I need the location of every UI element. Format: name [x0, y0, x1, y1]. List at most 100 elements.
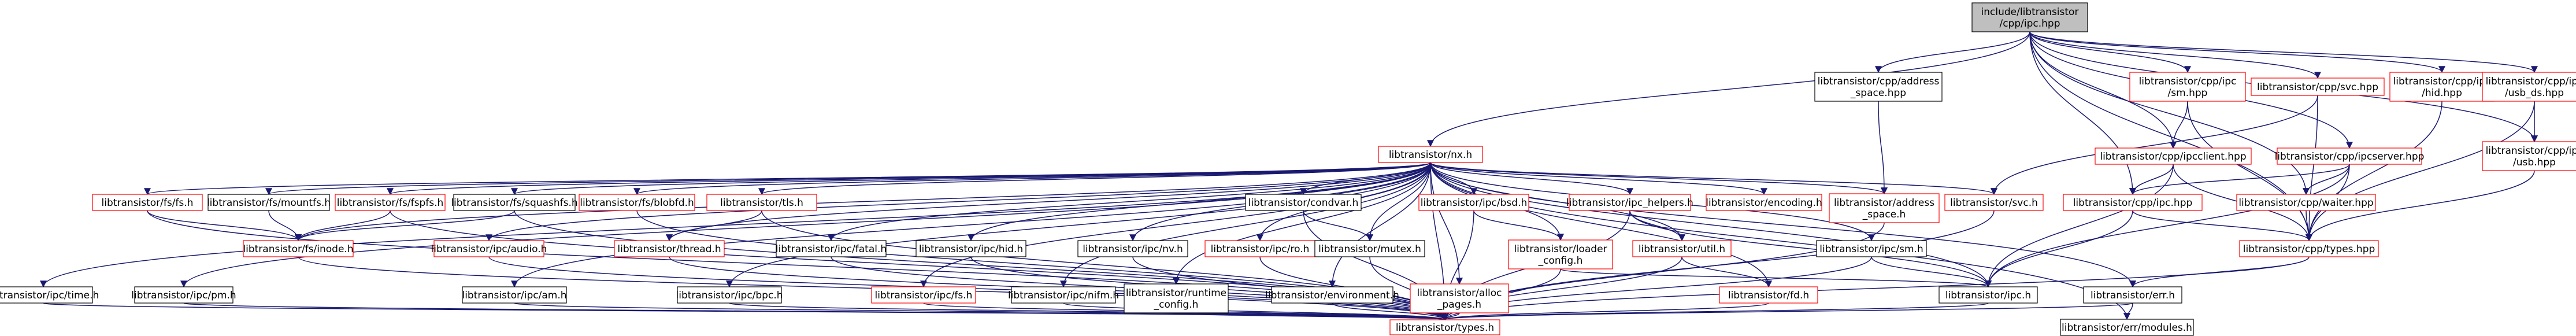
node-util-h[interactable]: libtransistor/util.h	[1632, 240, 1732, 257]
node-label: libtransistor/types.h	[1396, 322, 1494, 334]
edges-layer	[40, 31, 2538, 321]
edge-nx-h-to-bpc-h	[726, 162, 1431, 288]
node-usb-hpp[interactable]: libtransistor/cpp/ipc/usb.hpp	[2482, 141, 2576, 171]
node-time-h[interactable]: libtransistor/ipc/time.h	[0, 286, 99, 304]
node-label: libtransistor/cpp/ipc	[2486, 76, 2576, 87]
node-cpp-types-hpp[interactable]: libtransistor/cpp/types.hpp	[2239, 240, 2379, 257]
node-modules-h[interactable]: libtransistor/err/modules.h	[2060, 319, 2194, 336]
node-runtime-config-h[interactable]: libtransistor/runtime_config.h	[1124, 283, 1229, 313]
node-box	[1011, 286, 1116, 304]
node-label: libtransistor/ipc/hid.h	[919, 243, 1023, 255]
node-alloc-pages-h[interactable]: libtransistor/alloc_pages.h	[1410, 283, 1509, 313]
node-usb-ds-hpp[interactable]: libtransistor/cpp/ipc/usb_ds.hpp	[2482, 72, 2576, 102]
node-tls-h[interactable]: libtransistor/tls.h	[706, 194, 817, 211]
node-sm-h[interactable]: libtransistor/ipc/sm.h	[1816, 240, 1927, 257]
node-bsd-h[interactable]: libtransistor/ipc/bsd.h	[1418, 194, 1529, 211]
edge-svc-hpp-to-svc-h	[1991, 95, 2318, 195]
node-box	[2060, 319, 2194, 336]
edge-sm-hpp-to-cpp-types-hpp	[2187, 101, 2312, 242]
node-box	[1314, 240, 1425, 257]
node-mountfs-h[interactable]: libtransistor/fs/mountfs.h	[207, 194, 331, 211]
node-fs-h[interactable]: libtransistor/ipc/fs.h	[871, 286, 976, 304]
node-ipcclient-hpp[interactable]: libtransistor/cpp/ipcclient.hpp	[2095, 147, 2252, 165]
node-box	[2063, 194, 2203, 211]
node-ipc-h[interactable]: libtransistor/ipc.h	[1939, 286, 2038, 304]
node-svc-hpp[interactable]: libtransistor/cpp/svc.hpp	[2251, 77, 2385, 96]
edge-fs-fs-h-to-types-h	[147, 210, 1448, 321]
node-label: libtransistor/ipc/am.h	[462, 290, 566, 301]
node-hid-h[interactable]: libtransistor/ipc/hid.h	[916, 240, 1026, 257]
node-squashfs-h[interactable]: libtransistor/fs/squashfs.h	[451, 194, 578, 211]
node-label: libtransistor/fs/blobfd.h	[580, 197, 694, 209]
node-box	[1418, 194, 1529, 211]
node-box	[1829, 193, 1940, 223]
node-nv-h[interactable]: libtransistor/ipc/nv.h	[1077, 240, 1188, 257]
node-fspfs-h[interactable]: libtransistor/fs/fspfs.h	[335, 194, 446, 211]
node-label: libtransistor/address	[1834, 197, 1934, 209]
node-cpp-ipc-hpp[interactable]: libtransistor/cpp/ipc.hpp	[2063, 194, 2203, 211]
node-box	[1077, 240, 1188, 257]
edge-nx-h-to-err-h	[1430, 162, 2136, 288]
node-sm-hpp[interactable]: libtransistor/cpp/ipc/sm.hpp	[2129, 72, 2246, 102]
edge-condvar-h-to-mutex-h	[1303, 210, 1373, 242]
edge-ipcserver-hpp-to-waiter-hpp	[2303, 164, 2350, 195]
edge-fspfs-h-to-inode-h	[295, 210, 391, 242]
node-address-space-hpp[interactable]: libtransistor/cpp/address_space.hpp	[1814, 72, 1943, 102]
node-blobfd-h[interactable]: libtransistor/fs/blobfd.h	[579, 194, 695, 211]
node-box	[677, 286, 782, 304]
node-waiter-hpp[interactable]: libtransistor/cpp/waiter.hpp	[2236, 194, 2376, 211]
node-encoding-h[interactable]: libtransistor/encoding.h	[1706, 194, 1822, 211]
node-box	[1271, 286, 1393, 304]
node-nx-h[interactable]: libtransistor/nx.h	[1378, 146, 1483, 163]
node-box	[433, 240, 544, 257]
edge-bpc-h-to-types-h	[729, 302, 1448, 321]
edge-nx-h-to-squashfs-h	[511, 162, 1431, 195]
node-box	[1939, 286, 2038, 304]
node-bpc-h[interactable]: libtransistor/ipc/bpc.h	[676, 286, 783, 304]
node-loader-config-h[interactable]: libtransistor/loader_config.h	[1508, 239, 1613, 269]
node-svc-h[interactable]: libtransistor/svc.h	[1944, 194, 2044, 211]
edge-sm-hpp-to-ipcclient-hpp	[2170, 101, 2188, 149]
node-label: _config.h	[1538, 255, 1583, 267]
node-label: libtransistor/ipc/sm.h	[1819, 243, 1923, 255]
node-hid-hpp[interactable]: libtransistor/cpp/ipc/hid.hpp	[2389, 72, 2495, 102]
node-label: libtransistor/fs/fspfs.h	[337, 197, 444, 209]
node-environment-h[interactable]: libtransistor/environment.h	[1265, 286, 1399, 304]
node-box	[2251, 77, 2385, 96]
node-label: /hid.hpp	[2422, 87, 2462, 99]
node-label: libtransistor/cpp/address	[1818, 76, 1940, 87]
node-fd-h[interactable]: libtransistor/fd.h	[1719, 286, 1818, 304]
edge-nx-h-to-ipc-h	[1430, 162, 1992, 288]
node-label: libtransistor/environment.h	[1265, 290, 1399, 301]
node-box	[1944, 194, 2044, 211]
node-mutex-h[interactable]: libtransistor/mutex.h	[1314, 240, 1425, 257]
node-fatal-h[interactable]: libtransistor/ipc/fatal.h	[776, 240, 887, 257]
node-label: _space.hpp	[1850, 87, 1906, 99]
node-ro-h[interactable]: libtransistor/ipc/ro.h	[1204, 240, 1315, 257]
node-nifm-h[interactable]: libtransistor/ipc/nifm.h	[1008, 286, 1119, 304]
node-label: libtransistor/mutex.h	[1318, 243, 1421, 255]
edge-nx-h-to-pm-h	[180, 162, 1431, 288]
node-inode-h[interactable]: libtransistor/fs/inode.h	[243, 240, 354, 257]
node-label: libtransistor/fs/inode.h	[243, 243, 353, 255]
node-audio-h[interactable]: libtransistor/ipc/audio.h	[431, 240, 547, 257]
node-box	[1971, 2, 2088, 32]
node-label: libtransistor/ipc/fs.h	[875, 290, 973, 301]
edge-squashfs-h-to-inode-h	[295, 210, 515, 242]
node-ipcserver-hpp[interactable]: libtransistor/cpp/ipcserver.hpp	[2275, 147, 2425, 165]
node-am-h[interactable]: libtransistor/ipc/am.h	[462, 286, 567, 304]
node-pm-h[interactable]: libtransistor/ipc/pm.h	[131, 286, 236, 304]
node-types-h[interactable]: libtransistor/types.h	[1389, 319, 1500, 335]
node-fs-fs-h[interactable]: libtransistor/fs/fs.h	[92, 194, 203, 211]
edge-nx-h-to-mutex-h	[1366, 162, 1431, 242]
node-box	[1124, 283, 1229, 313]
node-thread-h[interactable]: libtransistor/thread.h	[614, 240, 725, 257]
node-address-space-h[interactable]: libtransistor/address_space.h	[1829, 193, 1940, 223]
node-label: libtransistor/ipc/ro.h	[1211, 243, 1310, 255]
node-ipc-hpp[interactable]: include/libtransistor/cpp/ipc.hpp	[1971, 2, 2088, 32]
edge-ipc-hpp-to-svc-hpp	[2029, 31, 2321, 79]
node-condvar-h[interactable]: libtransistor/condvar.h	[1245, 194, 1362, 211]
node-err-h[interactable]: libtransistor/err.h	[2083, 286, 2182, 304]
node-ipc-helpers-h[interactable]: libtransistor/ipc_helpers.h	[1566, 194, 1693, 211]
